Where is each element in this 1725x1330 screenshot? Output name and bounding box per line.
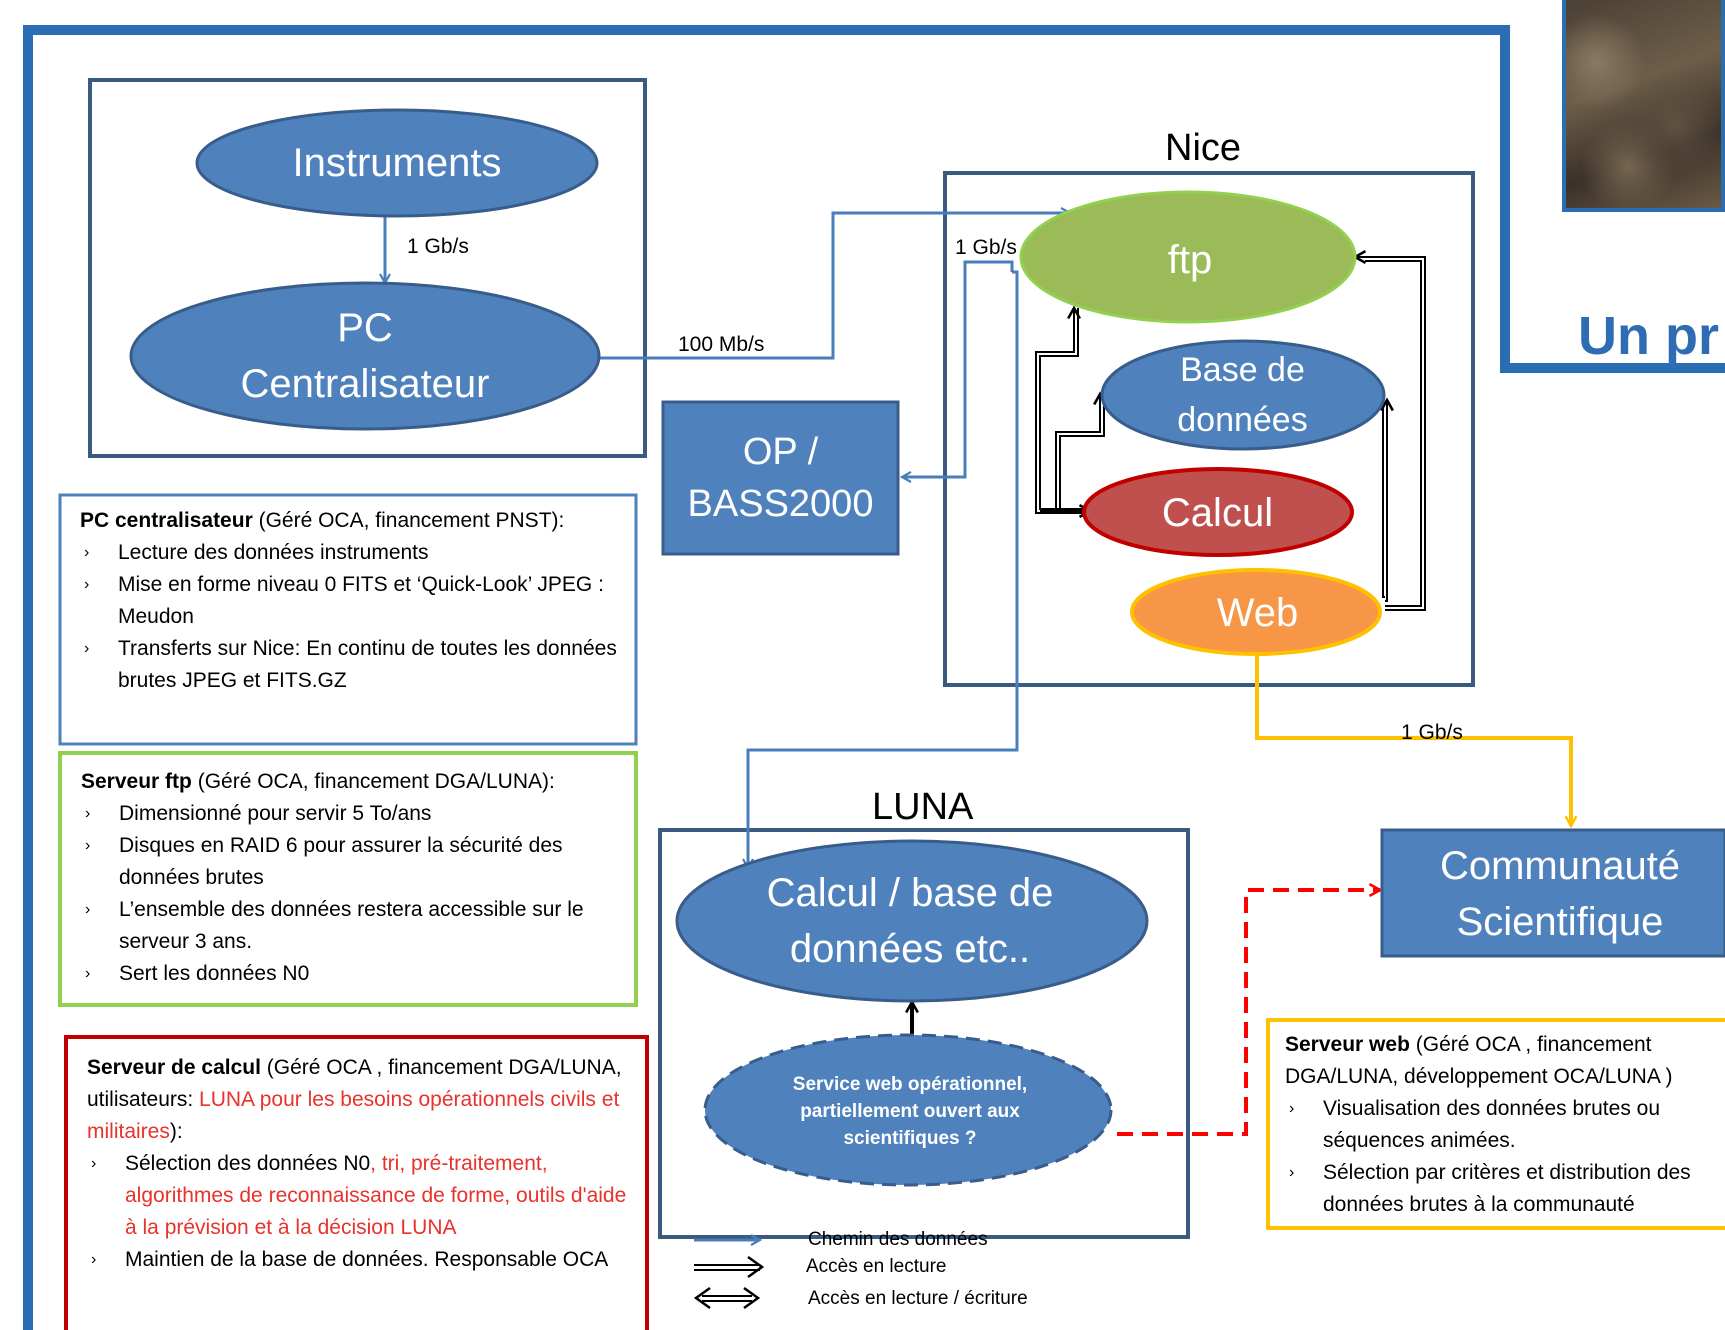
list-item: Visualisation des données brutes ou séqu…	[1285, 1093, 1725, 1157]
note-web: Serveur web (Géré OCA , financement DGA/…	[1271, 1023, 1725, 1226]
calcul-label: Calcul	[1161, 491, 1274, 535]
legend-read-head	[747, 1255, 765, 1279]
slide-title-fragment: Un pr	[1578, 306, 1719, 366]
link-pc-ftp	[598, 213, 1070, 360]
list-item: Disques en RAID 6 pour assurer la sécuri…	[81, 830, 617, 894]
note-calcul-title: Serveur de calcul	[87, 1056, 261, 1079]
note-calcul-suffix-end: ):	[169, 1120, 183, 1143]
note-calcul: Serveur de calcul (Géré OCA , financemen…	[69, 1040, 644, 1330]
base-label: Base de données	[1177, 351, 1308, 439]
ftp-node	[1019, 190, 1357, 324]
note-pc-title: PC centralisateur	[80, 509, 253, 532]
list-item: Sert les données N0	[81, 958, 617, 990]
note-calcul-users: LUNA pour les besoins opérationnels civi…	[87, 1088, 620, 1143]
list-item: Maintien de la base de données. Responsa…	[87, 1244, 628, 1276]
calcul-node	[1082, 467, 1354, 557]
op-node	[661, 400, 900, 556]
legend-data-path: Chemin des données	[808, 1229, 988, 1250]
note-ftp: Serveur ftp (Géré OCA, financement DGA/L…	[63, 756, 633, 1002]
link-calcul-base-inner	[1059, 396, 1105, 511]
service-web-label: Service web opérationnel, partiellement …	[792, 1073, 1028, 1149]
link-web-base	[1385, 400, 1387, 602]
nice-box	[943, 171, 1475, 687]
link-web-base-inner	[1382, 404, 1385, 598]
luna-title: LUNA	[872, 786, 974, 828]
site-photo	[1562, 0, 1725, 212]
link-calcul-ftp-rw	[1035, 308, 1090, 514]
communaute-node	[1380, 828, 1725, 958]
communaute-label: Communauté Scientifique	[1439, 844, 1681, 944]
link-calcul-base	[1055, 394, 1100, 511]
legend-rw-head-left	[693, 1286, 711, 1310]
pc-label: PC Centralisateur	[240, 306, 490, 406]
legend-read-write: Accès en lecture / écriture	[808, 1288, 1028, 1309]
rate-web-comm: 1 Gb/s	[1401, 721, 1463, 744]
list-item: Sélection par critères et distribution d…	[1285, 1157, 1725, 1226]
link-ftp-op	[902, 260, 1014, 477]
list-item: Mise en forme niveau 0 FITS et ‘Quick-Lo…	[80, 569, 618, 633]
link-web-communaute	[1255, 650, 1571, 826]
instruments-label: Instruments	[292, 141, 502, 185]
list-item: L’ensemble des données restera accessibl…	[81, 894, 617, 958]
list-item: Sélection des données N0, tri, pré-trait…	[87, 1148, 628, 1244]
luna-box	[658, 828, 1190, 1239]
legend-read: Accès en lecture	[806, 1256, 947, 1277]
service-web-node	[703, 1033, 1113, 1187]
nice-title: Nice	[1165, 127, 1242, 169]
instruments-node	[195, 108, 599, 218]
rate-instr-pc: 1 Gb/s	[407, 235, 469, 258]
note-calcul-item1-red: , tri, pré-traitement, algorithmes de re…	[125, 1152, 627, 1239]
note-web-list: Visualisation des données brutes ou séqu…	[1285, 1093, 1725, 1226]
web-label: Web	[1216, 591, 1299, 635]
link-web-ftp	[1355, 257, 1426, 611]
link-ftp-luna	[748, 270, 1019, 868]
ftp-label: ftp	[1167, 238, 1213, 282]
luna-calc-label: Calcul / base de données etc..	[766, 871, 1054, 971]
list-item: Lecture des données instruments	[80, 537, 618, 569]
note-pc-list: Lecture des données instruments Mise en …	[80, 537, 618, 697]
note-calcul-list: Sélection des données N0, tri, pré-trait…	[87, 1148, 628, 1276]
note-web-title: Serveur web	[1285, 1033, 1410, 1056]
note-calcul-suffix: (Géré OCA , financement DGA/LUNA, utilis…	[87, 1056, 622, 1111]
note-calcul-item1-black: Sélection des données N0	[125, 1152, 371, 1175]
acquisition-box	[88, 78, 647, 458]
note-ftp-title: Serveur ftp	[81, 770, 192, 793]
note-ftp-list: Dimensionné pour servir 5 To/ans Disques…	[81, 798, 617, 990]
link-calcul-ftp-rw-inner	[1039, 308, 1090, 510]
op-label: OP / BASS2000	[687, 431, 874, 525]
note-web-suffix: (Géré OCA , financement DGA/LUNA, dévelo…	[1285, 1033, 1673, 1088]
legend-rw-head-right	[743, 1286, 761, 1310]
note-ftp-suffix: (Géré OCA, financement DGA/LUNA):	[191, 770, 555, 793]
link-web-ftp-inner	[1365, 260, 1422, 607]
luna-calc-node	[675, 839, 1149, 1003]
note-pc-suffix: (Géré OCA, financement PNST):	[252, 509, 565, 532]
base-node	[1100, 339, 1386, 451]
pc-node	[129, 281, 601, 431]
list-item: Transferts sur Nice: En continu de toute…	[80, 633, 618, 697]
web-node	[1130, 568, 1382, 656]
list-item: Dimensionné pour servir 5 To/ans	[81, 798, 617, 830]
rate-nice-in: 1 Gb/s	[955, 236, 1017, 259]
rate-pc-nice: 100 Mb/s	[678, 333, 765, 356]
link-service-communaute	[1117, 890, 1380, 1136]
note-pc: PC centralisateur (Géré OCA, financement…	[62, 497, 634, 742]
